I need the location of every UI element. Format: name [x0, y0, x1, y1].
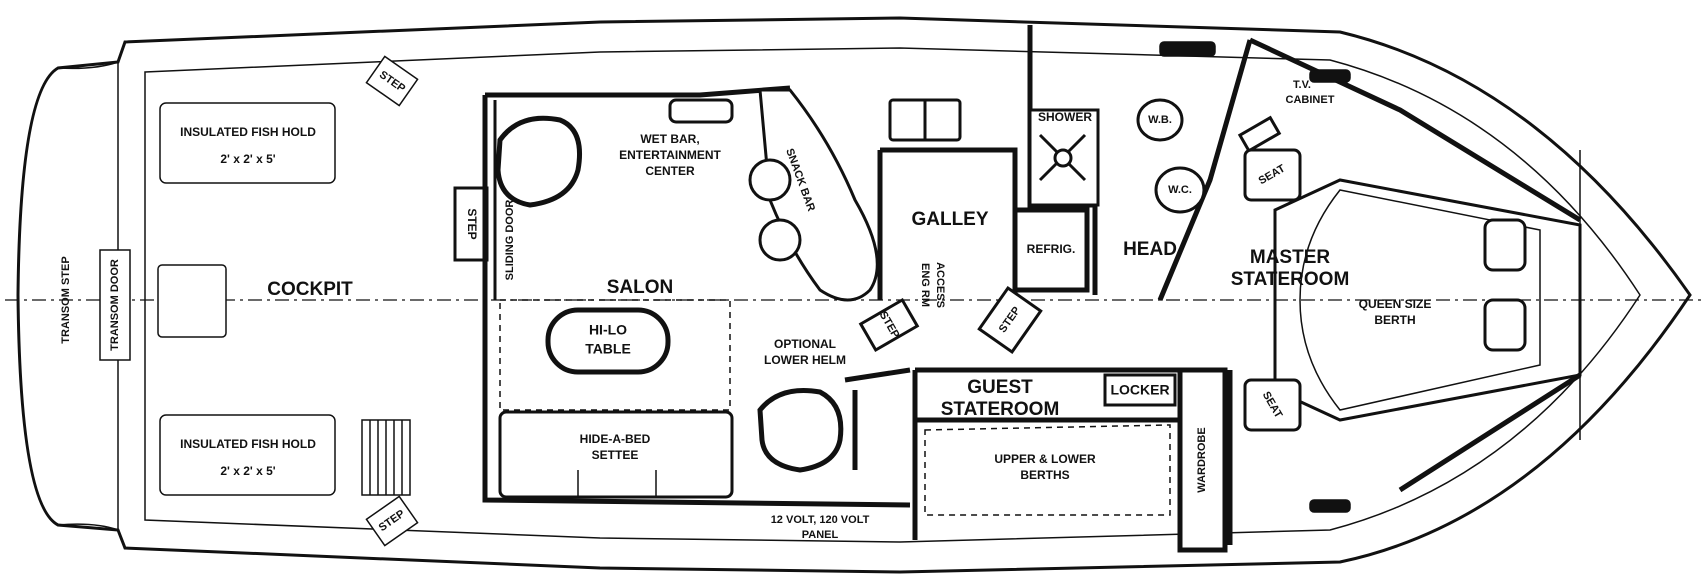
pillow-bottom	[1483, 298, 1527, 352]
eng-rm-label-1: ENG RM	[919, 263, 931, 307]
transom-door	[99, 249, 131, 361]
deck-cleat-2	[1309, 69, 1351, 83]
eng-rm-label-2: ACCESS	[934, 262, 946, 308]
master-label-1: MASTER	[1250, 247, 1331, 268]
queen-berth	[1299, 189, 1541, 411]
step-cockpit-label: STEP	[465, 208, 479, 239]
optional-helm-label-2: LOWER HELM	[764, 353, 846, 367]
shower-icon	[1028, 108, 1100, 207]
hull-outline	[16, 16, 1692, 574]
wash-basin	[1136, 98, 1184, 142]
panel-label-2: PANEL	[802, 529, 839, 541]
optional-helm-label-1: OPTIONAL	[774, 337, 836, 351]
guest-label-1: GUEST	[967, 377, 1033, 398]
wet-bar-label-2: ENTERTAINMENT	[619, 148, 721, 162]
stool-1	[748, 158, 792, 202]
upper-lower-label-2: BERTHS	[1020, 468, 1069, 482]
hide-a-bed-settee	[498, 410, 734, 499]
galley-label: GALLEY	[911, 209, 988, 230]
tv-label-2: CABINET	[1286, 94, 1335, 106]
toilet	[1154, 166, 1206, 214]
cockpit-hatch	[157, 264, 227, 338]
step-top	[365, 55, 419, 107]
fish-hold-top	[159, 102, 336, 184]
deck-cleat-3	[1309, 499, 1351, 513]
wet-bar-label-3: CENTER	[645, 164, 695, 178]
hilo-label-1: HI-LO	[589, 322, 627, 338]
queen-label-1: QUEEN SIZE	[1359, 297, 1432, 311]
hilo-label-2: TABLE	[585, 341, 631, 357]
sliding-door-label: SLIDING DOOR	[504, 200, 516, 281]
wc-label: W.C.	[1168, 184, 1192, 196]
step-bottom	[365, 495, 419, 547]
salon-label: SALON	[607, 277, 674, 298]
salon-table-area	[499, 299, 731, 411]
fish-hold-top-size: 2' x 2' x 5'	[220, 152, 275, 166]
wet-bar	[668, 98, 734, 124]
seat-bottom	[1243, 378, 1302, 432]
wb-label: W.B.	[1148, 114, 1172, 126]
step-guest	[977, 285, 1043, 355]
refrig-label: REFRIG.	[1027, 242, 1076, 256]
stool-2	[758, 218, 802, 262]
panel-label-1: 12 VOLT, 120 VOLT	[771, 514, 870, 526]
tv-cabinet	[1237, 115, 1282, 153]
wardrobe	[1177, 367, 1228, 553]
locker	[1103, 373, 1177, 407]
helm-chair	[757, 387, 844, 473]
helm-console	[844, 367, 911, 470]
seat-top	[1243, 148, 1302, 202]
sink-icon	[888, 98, 962, 142]
wet-bar-label-1: WET BAR,	[640, 132, 699, 146]
hide-a-bed-label-1: HIDE-A-BED	[580, 432, 651, 446]
queen-label-2: BERTH	[1374, 313, 1415, 327]
master-stateroom-walls	[1227, 37, 1582, 545]
fish-hold-bottom-size: 2' x 2' x 5'	[220, 464, 275, 478]
master-label-2: STATEROOM	[1231, 269, 1350, 290]
upper-lower-berths	[924, 424, 1171, 516]
deck-line	[144, 47, 1641, 543]
pillow-top	[1483, 218, 1527, 272]
hilo-table	[545, 307, 671, 375]
fish-hold-top-label: INSULATED FISH HOLD	[180, 125, 316, 139]
guest-label-2: STATEROOM	[941, 399, 1060, 420]
fish-hold-bottom-label: INSULATED FISH HOLD	[180, 437, 316, 451]
shower-label: SHOWER	[1038, 110, 1092, 124]
cockpit-label: COCKPIT	[267, 279, 353, 300]
upper-lower-label-1: UPPER & LOWER	[994, 452, 1096, 466]
fish-hold-bottom	[159, 414, 336, 496]
deck-cleat-1	[1159, 41, 1216, 57]
ladder-icon	[361, 419, 411, 496]
transom-door-label: TRANSOM DOOR	[109, 259, 121, 351]
transom-step-label: TRANSOM STEP	[60, 256, 72, 343]
hide-a-bed-label-2: SETTEE	[592, 448, 639, 462]
refrigerator	[1012, 207, 1090, 293]
wardrobe-label: WARDROBE	[1196, 427, 1208, 492]
head-label: HEAD	[1123, 239, 1177, 260]
salon-chair-top	[495, 115, 582, 208]
locker-label: LOCKER	[1110, 382, 1169, 398]
tv-label-1: T.V.	[1293, 79, 1311, 91]
step-galley	[858, 297, 920, 353]
